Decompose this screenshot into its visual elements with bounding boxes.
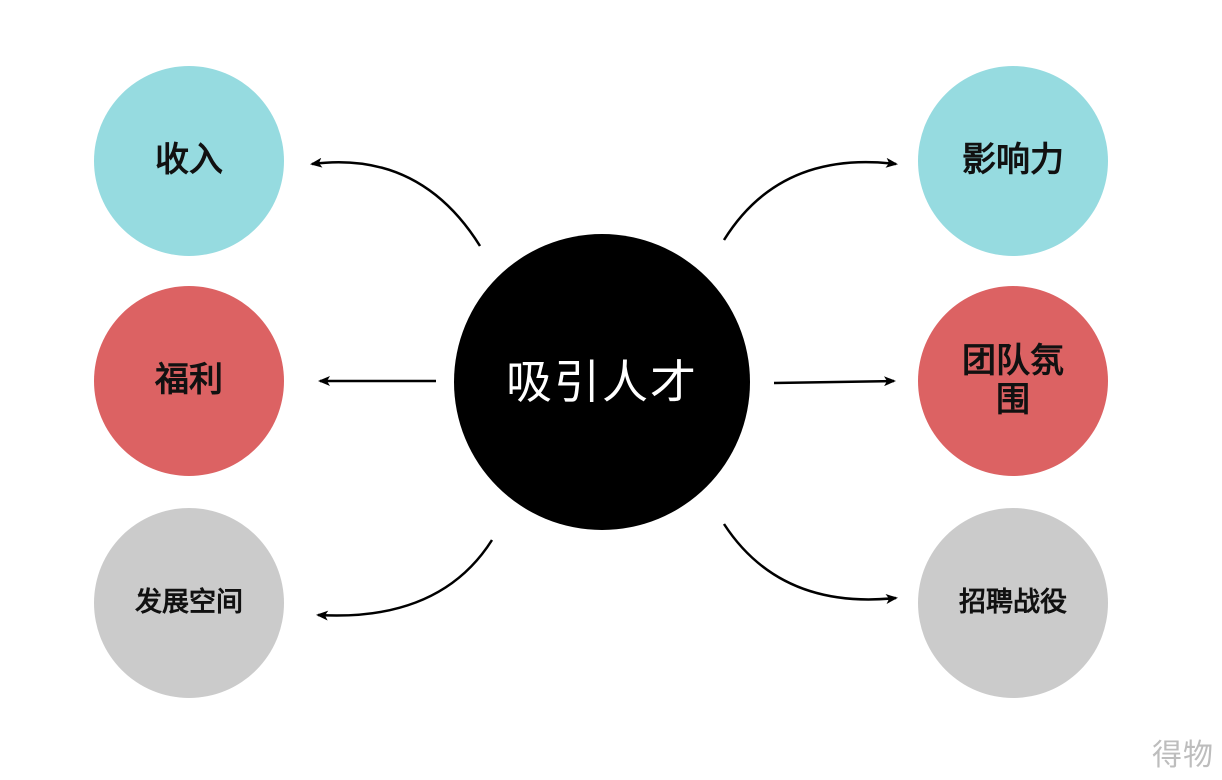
node-influence-label: 影响力 <box>962 140 1064 181</box>
node-income-label: 收入 <box>155 140 223 181</box>
center-node-label: 吸引人才 <box>506 354 698 409</box>
node-influence: 影响力 <box>918 66 1108 256</box>
arrow-to-influence <box>722 157 898 241</box>
arrow-to-team <box>773 376 896 387</box>
node-recruiting-campaign-label: 招聘战役 <box>959 587 1067 619</box>
arrow-to-income <box>310 157 482 247</box>
node-development: 发展空间 <box>94 508 284 698</box>
node-development-label: 发展空间 <box>135 587 243 619</box>
center-node-attract-talent: 吸引人才 <box>454 234 750 530</box>
node-recruiting-campaign: 招聘战役 <box>918 508 1108 698</box>
arrow-to-development <box>316 539 494 621</box>
node-income: 收入 <box>94 66 284 256</box>
node-team-atmosphere-label: 团队氛围 <box>962 340 1064 420</box>
node-welfare: 福利 <box>94 286 284 476</box>
arrow-to-recruiting <box>722 523 898 604</box>
node-welfare-label: 福利 <box>155 360 223 401</box>
node-team-atmosphere: 团队氛围 <box>918 286 1108 476</box>
watermark: 得物 <box>1152 738 1214 773</box>
